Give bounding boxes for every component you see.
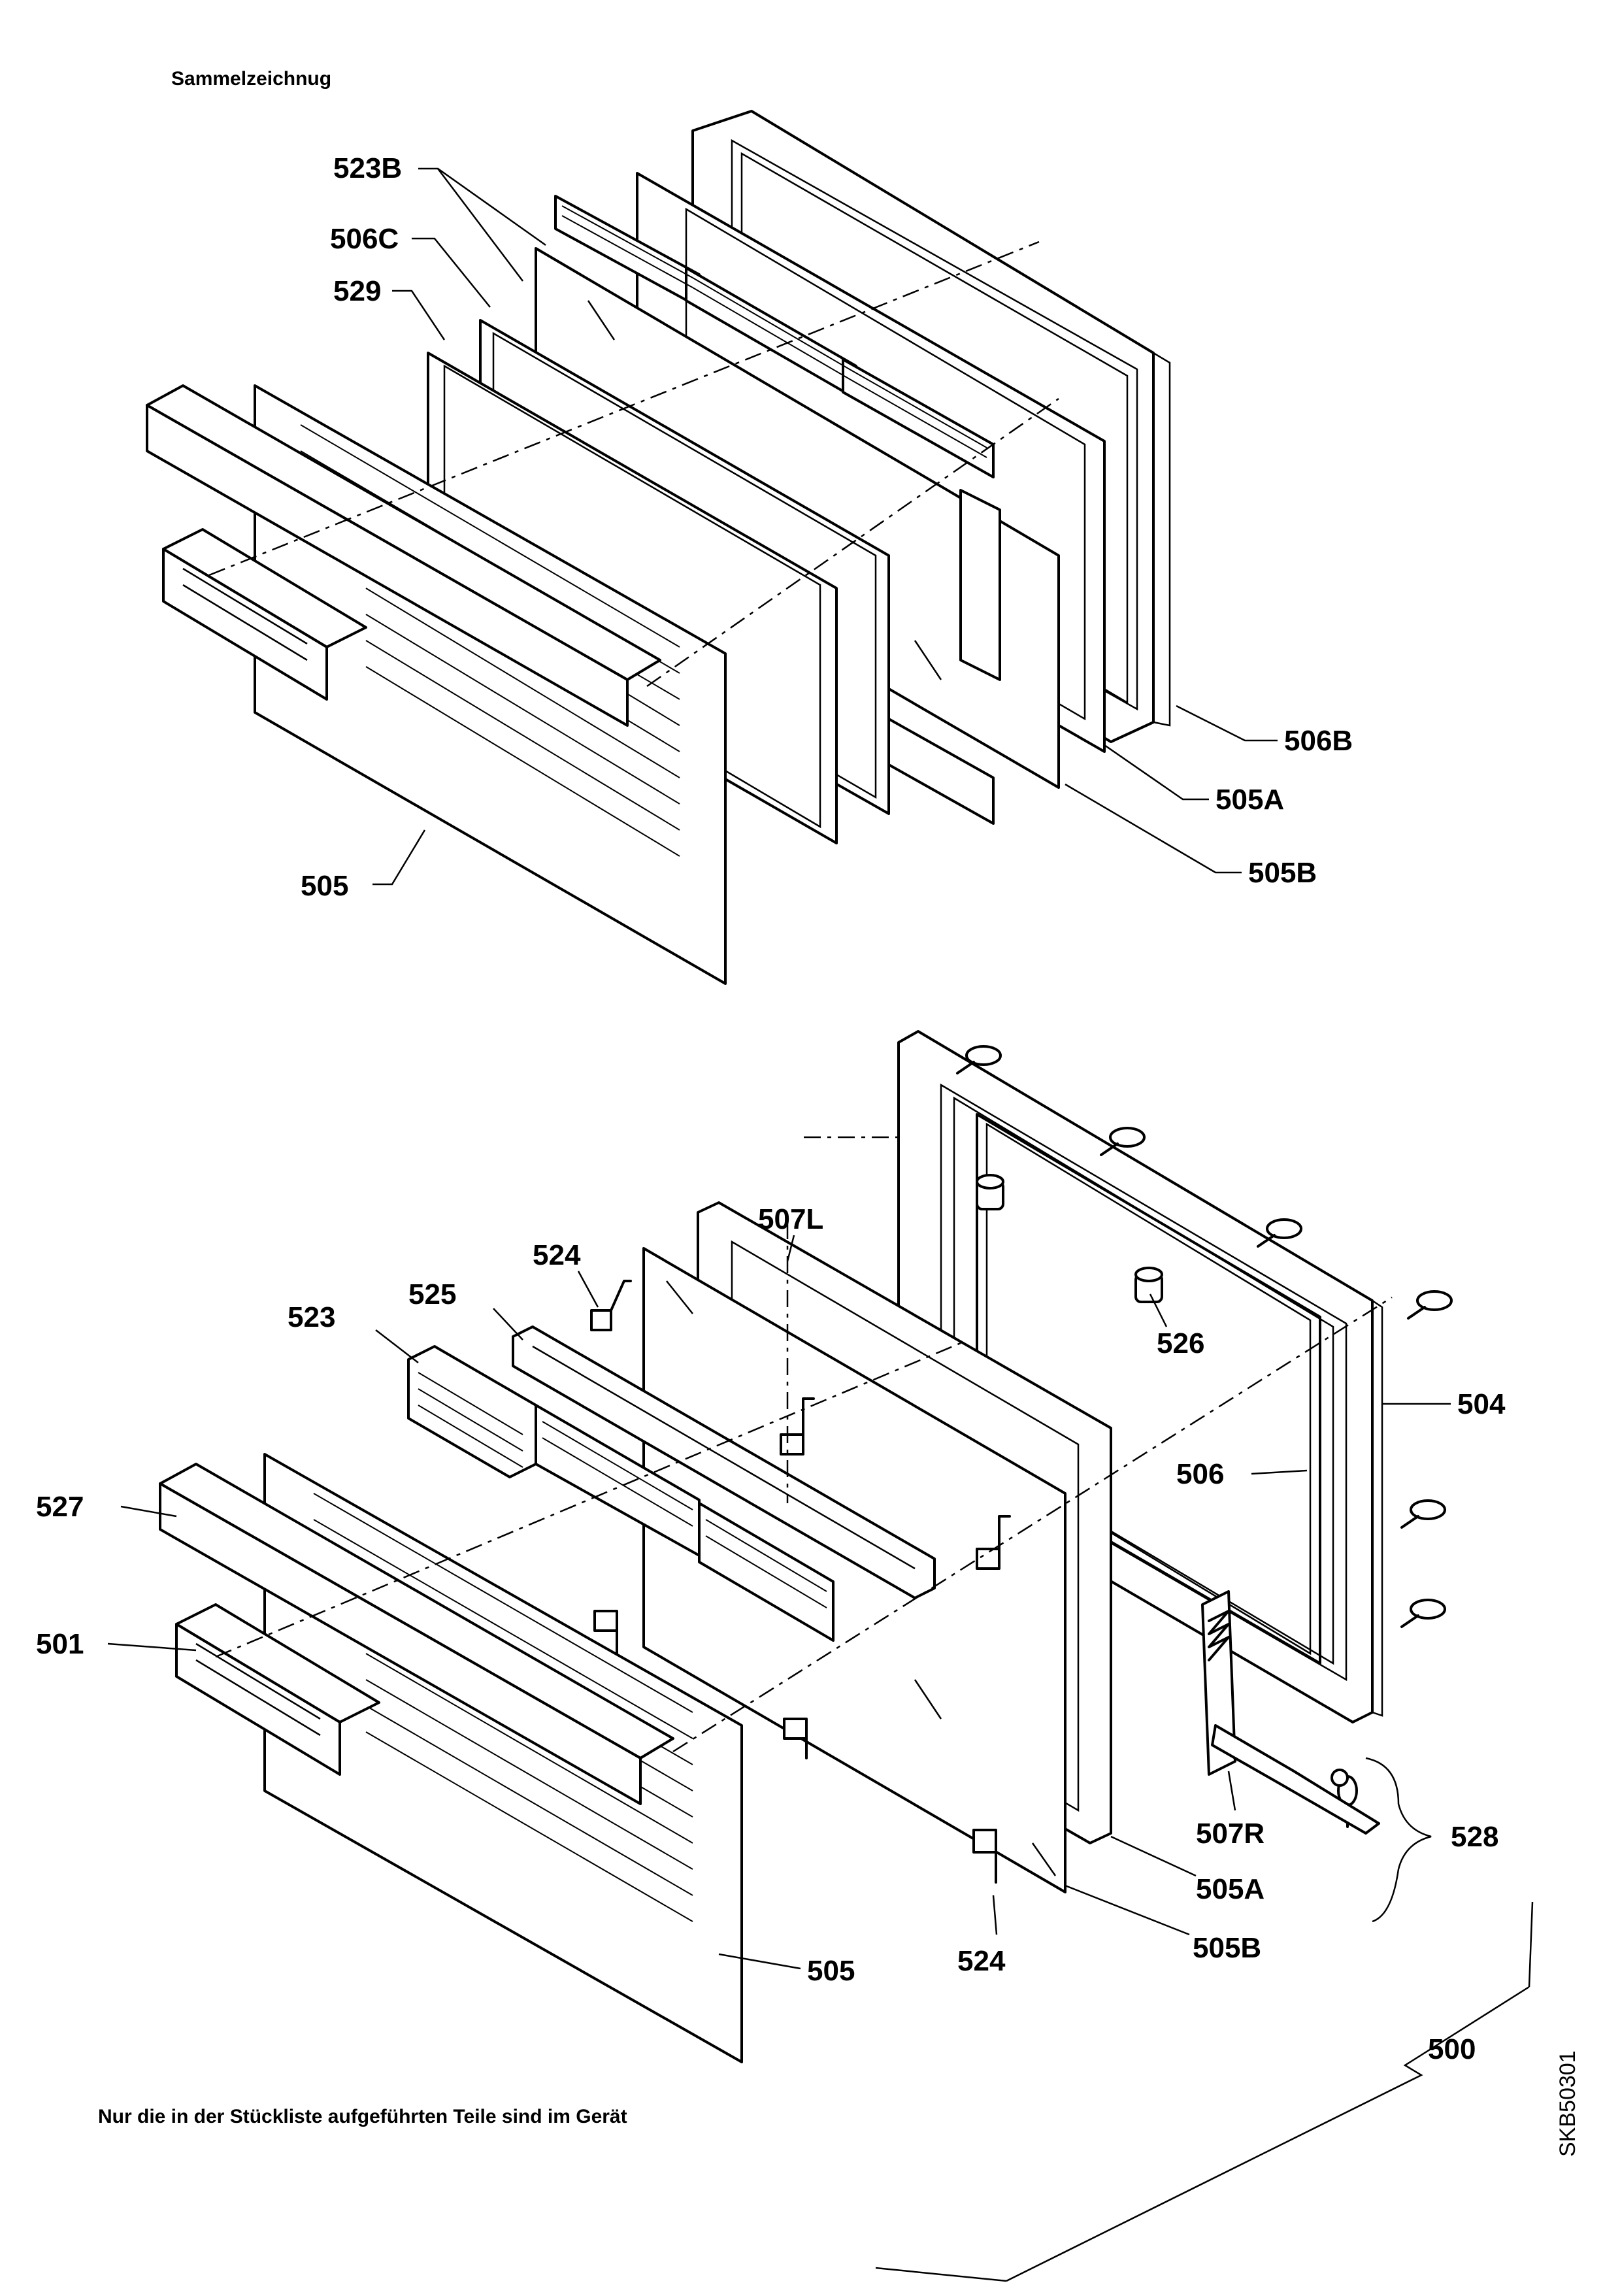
label-505A: 505A	[1196, 1873, 1265, 1905]
leader-505	[718, 1953, 801, 1970]
screw-icon	[1100, 1127, 1146, 1156]
screw-icon	[1407, 1290, 1453, 1320]
label-506C: 506C	[330, 223, 399, 255]
leader-527	[120, 1505, 177, 1518]
leader-505	[372, 829, 426, 886]
label-504: 504	[1457, 1388, 1506, 1420]
clip-icon	[976, 1515, 1011, 1570]
leader-501	[107, 1642, 197, 1652]
label-505A: 505A	[1215, 784, 1284, 816]
leader-506	[1251, 1469, 1308, 1475]
hinge-icon	[1201, 1590, 1380, 1835]
upper-axis-line	[646, 397, 1059, 688]
part-upper-handle	[146, 384, 661, 727]
clip-icon	[783, 1718, 808, 1759]
spacer-icon	[1134, 1267, 1163, 1303]
leader-507R	[1227, 1771, 1236, 1811]
label-523B: 523B	[333, 152, 402, 184]
screw-icon	[1400, 1499, 1446, 1529]
leader-505A	[1104, 744, 1209, 801]
leader-505B	[1065, 1884, 1190, 1936]
label-525: 525	[408, 1278, 456, 1310]
upper-axis-line	[208, 241, 1040, 576]
part-523B-insulation	[554, 195, 1001, 825]
leader-525	[493, 1308, 523, 1340]
label-500: 500	[1428, 2033, 1476, 2065]
leader-524	[577, 1271, 599, 1308]
label-505: 505	[807, 1955, 855, 1987]
drawing-title: Sammelzeichnug	[171, 68, 331, 90]
label-527: 527	[36, 1491, 84, 1523]
brace-528	[1365, 1757, 1432, 1923]
brace-500	[1528, 1901, 1534, 1988]
label-501: 501	[36, 1628, 84, 1660]
screw-icon	[1257, 1218, 1302, 1248]
leader-523B	[418, 167, 546, 246]
screw-icon	[1400, 1599, 1446, 1628]
label-506: 506	[1176, 1458, 1224, 1490]
lower-axis-line	[672, 1296, 1393, 1753]
label-524: 524	[533, 1239, 581, 1271]
label-505B: 505B	[1248, 857, 1317, 889]
footer-note: Nur die in der Stückliste aufgeführten T…	[98, 2106, 627, 2127]
screws-group	[956, 1045, 1453, 1828]
part-523-insulation	[407, 1345, 835, 1642]
leader-505A	[1110, 1835, 1197, 1877]
leader-526	[1149, 1293, 1168, 1327]
brace-500	[1006, 1986, 1530, 2282]
label-524: 524	[957, 1945, 1006, 1977]
label-505: 505	[301, 870, 348, 902]
clip-icon	[972, 1829, 997, 1884]
leader-529	[392, 290, 446, 341]
leader-523	[375, 1329, 419, 1363]
label-505B: 505B	[1193, 1932, 1261, 1964]
drawing-code: SKB50301	[1555, 2050, 1580, 2157]
brace-500	[875, 2267, 1007, 2282]
leader-507L	[786, 1235, 795, 1262]
leader-505B	[1065, 783, 1242, 874]
leader-523B	[437, 168, 523, 282]
label-529: 529	[333, 275, 381, 307]
upper-assembly: 523B 506C 529 505 506B 505A 505B	[146, 110, 1353, 985]
spacer-icon	[976, 1174, 1004, 1210]
clip-icon	[780, 1397, 815, 1456]
label-526: 526	[1157, 1327, 1204, 1359]
lower-assembly: 507L 524 525 523 527 501 526 504 506 507…	[36, 1030, 1534, 2282]
label-507L: 507L	[758, 1203, 823, 1235]
part-501-handle-grip	[175, 1603, 380, 1776]
part-525-rail	[512, 1325, 936, 1599]
label-506B: 506B	[1284, 725, 1353, 757]
part-506-gasket	[976, 1113, 1321, 1665]
leader-506B	[1176, 705, 1278, 742]
leader-524	[992, 1895, 998, 1935]
clip-icon	[590, 1280, 632, 1331]
clip-icon	[593, 1610, 618, 1655]
leader-506C	[412, 237, 491, 308]
label-507R: 507R	[1196, 1818, 1265, 1850]
label-528: 528	[1451, 1821, 1498, 1853]
screw-icon	[956, 1045, 1002, 1074]
label-523: 523	[288, 1301, 335, 1333]
